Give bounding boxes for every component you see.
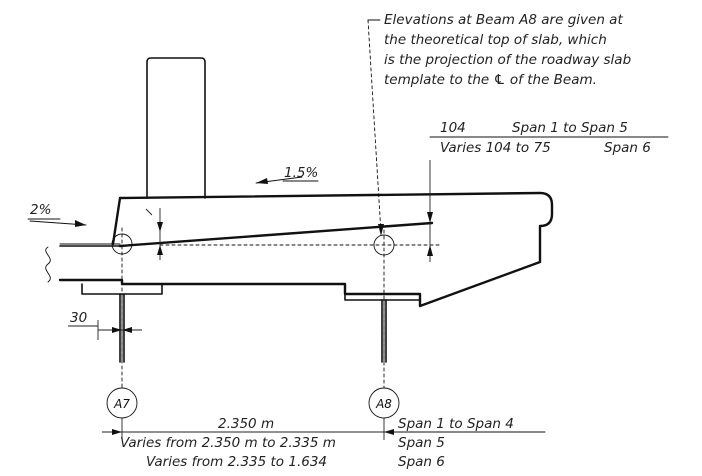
haunch-dim-right xyxy=(427,160,433,262)
work-point-left xyxy=(111,233,133,255)
deck-slope-label: 1.5% xyxy=(284,165,318,181)
note-leader xyxy=(367,19,382,234)
note-line-4: template to the ℄ of the Beam. xyxy=(384,72,597,88)
bottom-dim-line xyxy=(102,418,404,440)
girder-left xyxy=(119,293,125,363)
bearing-plate-right xyxy=(344,293,421,301)
offset-dim-line xyxy=(68,320,142,340)
break-line xyxy=(45,246,51,283)
roadway-slope-line xyxy=(118,221,434,248)
bottom-dim-value-2: Varies from 2.350 m to 2.335 m xyxy=(120,435,336,451)
haunch-dim-left xyxy=(145,208,163,260)
bottom-dim-span-1: Span 1 to Span 4 xyxy=(398,416,514,432)
deck-slab-outline xyxy=(58,191,554,308)
left-slope-arrow xyxy=(29,220,87,227)
beam-a7-label: A7 xyxy=(113,397,130,411)
offset-dim-label: 30 xyxy=(70,310,87,326)
note-line-3: is the projection of the roadway slab xyxy=(384,52,631,68)
bottom-dim-span-3: Span 6 xyxy=(398,454,445,470)
bottom-dim-value-1: 2.350 m xyxy=(218,416,274,432)
beam-a8-label: A8 xyxy=(375,397,392,411)
note-line-2: the theoretical top of slab, which xyxy=(384,32,607,48)
deck-slope-arrow xyxy=(255,176,303,184)
parapet xyxy=(146,57,206,199)
right-dim-value-1: 104 xyxy=(440,120,466,136)
note-line-1: Elevations at Beam A8 are given at xyxy=(384,12,623,28)
right-dim-value-2: Varies 104 to 75 xyxy=(440,140,551,156)
right-dim-span-1: Span 1 to Span 5 xyxy=(512,120,628,136)
bottom-dim-value-3: Varies from 2.335 to 1.634 xyxy=(146,454,327,470)
right-dim-span-2: Span 6 xyxy=(604,140,651,156)
note-leader-arrow xyxy=(378,224,384,236)
bottom-dim-span-2: Span 5 xyxy=(398,435,445,451)
left-slope-label: 2% xyxy=(30,202,51,218)
